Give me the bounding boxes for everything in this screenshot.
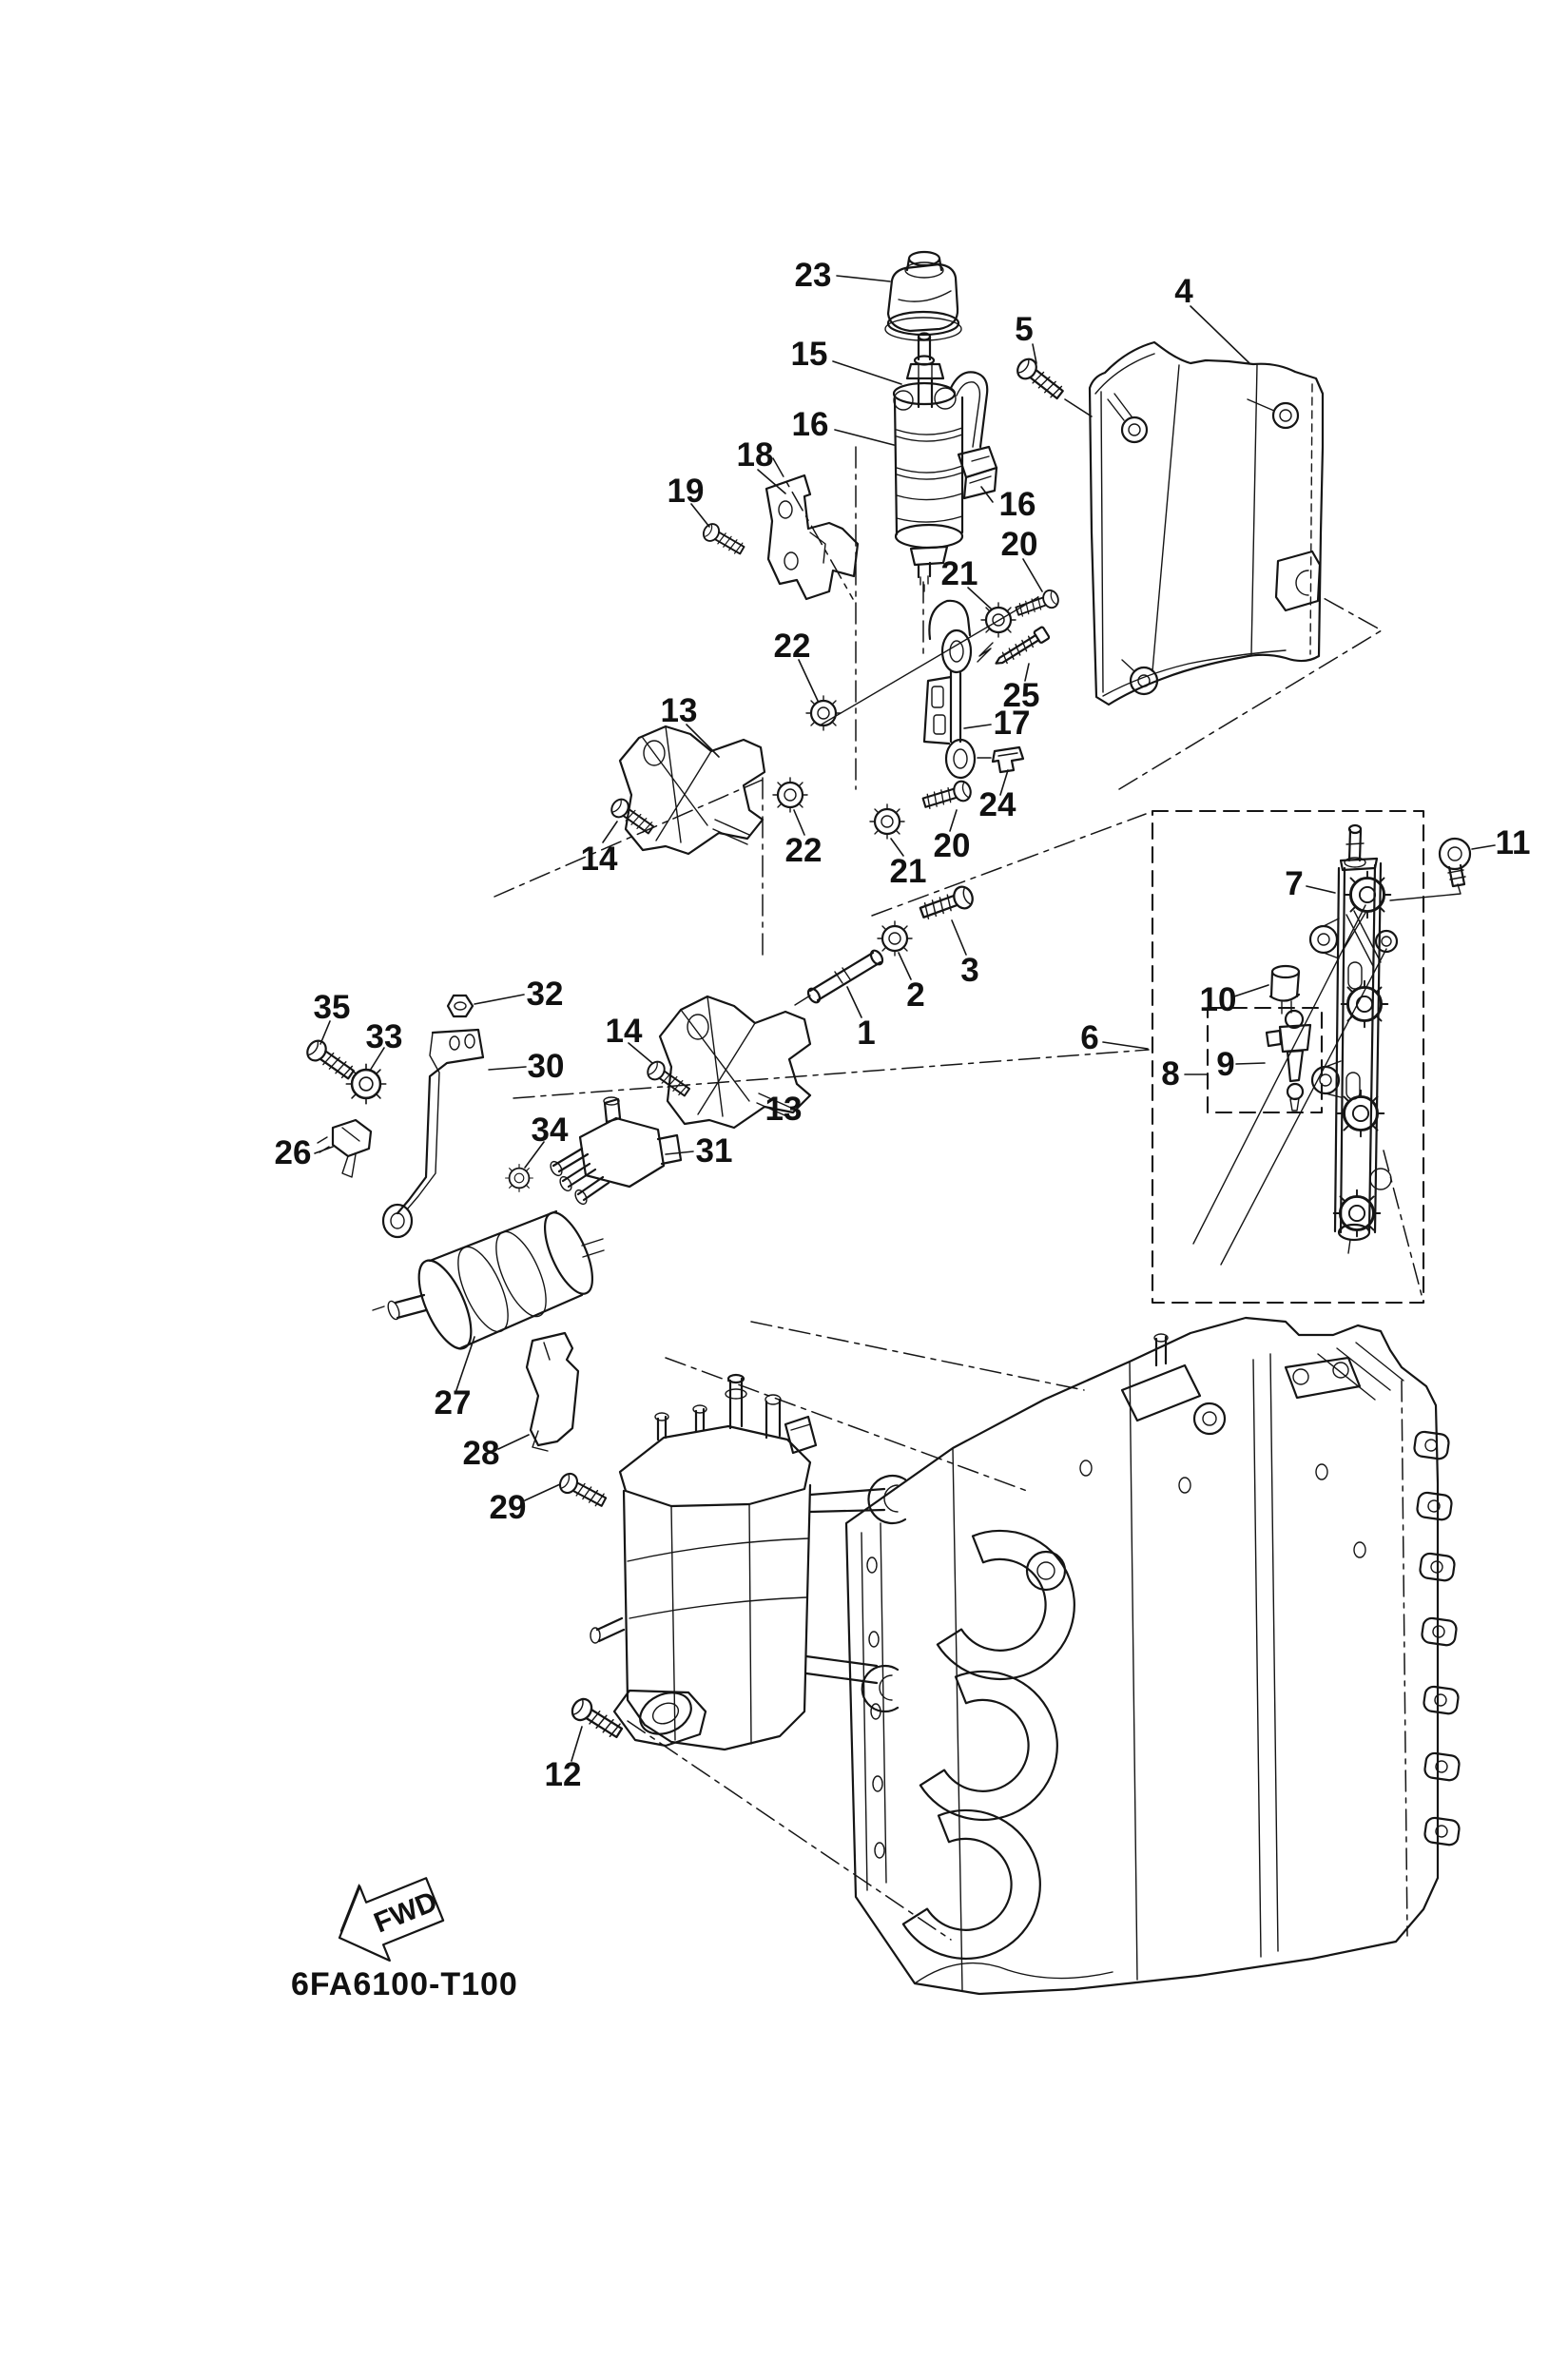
callout-34: 34 — [532, 1112, 569, 1149]
grommet-34 — [504, 1163, 534, 1193]
callout-2: 2 — [906, 976, 924, 1014]
callout-17: 17 — [994, 705, 1031, 742]
callout-25: 25 — [1003, 677, 1040, 714]
callout-14: 14 — [581, 841, 618, 878]
bolt-35 — [302, 1035, 358, 1085]
grommet-22-lower — [771, 776, 809, 814]
callout-26: 26 — [275, 1134, 312, 1171]
bracket-13-lower — [658, 995, 812, 1130]
fwd-label: FWD — [370, 1885, 442, 1939]
callout-16: 16 — [999, 486, 1036, 523]
construction-lines — [494, 446, 1423, 1941]
callout-8: 8 — [1161, 1055, 1179, 1092]
bolt-20-lower — [920, 778, 975, 814]
callout-12: 12 — [545, 1756, 582, 1793]
valve-31 — [550, 1096, 683, 1206]
fuel-rail-7 — [1308, 823, 1399, 1254]
shaft-1 — [794, 949, 884, 1006]
fuel-pump — [892, 332, 998, 592]
grommet-21-lower — [868, 802, 906, 841]
fwd-arrow: FWD — [338, 1877, 445, 1963]
bolt-5 — [1013, 354, 1068, 404]
callout-16: 16 — [792, 406, 829, 443]
callout-15: 15 — [791, 336, 828, 373]
callout-14: 14 — [606, 1013, 643, 1050]
grommet-33 — [345, 1063, 387, 1105]
grommet-2 — [876, 919, 914, 957]
callout-32: 32 — [527, 976, 564, 1013]
leader-lines — [314, 275, 1496, 1762]
bolt-20-upper — [1013, 587, 1062, 621]
callout-20: 20 — [934, 827, 971, 864]
callout-1: 1 — [857, 1015, 875, 1052]
callout-28: 28 — [463, 1435, 500, 1472]
bolt-14-upper — [607, 795, 658, 839]
callout-7: 7 — [1285, 865, 1303, 902]
clip-24 — [991, 745, 1025, 774]
bolt-3 — [917, 882, 977, 924]
injector-9 — [1265, 1009, 1312, 1112]
sensor-26 — [317, 1118, 373, 1178]
bolt-29 — [555, 1469, 610, 1512]
engine-block — [844, 1316, 1462, 1996]
callout-6: 6 — [1080, 1019, 1098, 1056]
callout-20: 20 — [1001, 526, 1038, 563]
fuel-rail-assembly-box — [1151, 809, 1425, 1305]
callout-22: 22 — [785, 832, 823, 869]
callout-30: 30 — [528, 1048, 565, 1085]
callout-31: 31 — [696, 1132, 733, 1170]
pressure-regulator-10 — [1268, 964, 1301, 1015]
callout-21: 21 — [890, 853, 927, 890]
callout-23: 23 — [795, 257, 832, 294]
callout-35: 35 — [314, 989, 351, 1026]
bracket-17 — [922, 599, 977, 780]
bolt-12 — [567, 1694, 627, 1744]
callout-13: 13 — [661, 692, 698, 729]
bracket-13-upper — [618, 725, 766, 856]
callout-33: 33 — [366, 1018, 403, 1055]
callout-4: 4 — [1174, 273, 1193, 310]
grommet-22-upper — [804, 694, 842, 732]
callout-19: 19 — [668, 473, 705, 510]
screw-11 — [1438, 837, 1472, 888]
bracket-30 — [381, 1028, 485, 1239]
callout-13: 13 — [765, 1091, 803, 1128]
callout-3: 3 — [960, 952, 978, 989]
bracket-18 — [765, 474, 860, 601]
bracket-28 — [525, 1331, 580, 1452]
vapor-separator — [590, 1373, 907, 1751]
nut-32 — [446, 994, 474, 1018]
callout-10: 10 — [1200, 981, 1237, 1018]
bolt-19 — [699, 520, 747, 559]
callout-29: 29 — [490, 1489, 527, 1526]
callout-21: 21 — [941, 555, 978, 592]
part-code: 6FA6100-T100 — [291, 1966, 518, 2002]
callout-18: 18 — [737, 436, 774, 474]
callout-27: 27 — [435, 1384, 472, 1421]
callout-24: 24 — [979, 786, 1016, 823]
canister-27 — [372, 1209, 605, 1350]
callout-9: 9 — [1216, 1046, 1234, 1083]
fuel-filter-cap — [884, 250, 962, 341]
callout-22: 22 — [774, 628, 811, 665]
callout-5: 5 — [1015, 311, 1033, 348]
callout-11: 11 — [1496, 824, 1531, 861]
electrical-cover — [1088, 340, 1325, 706]
